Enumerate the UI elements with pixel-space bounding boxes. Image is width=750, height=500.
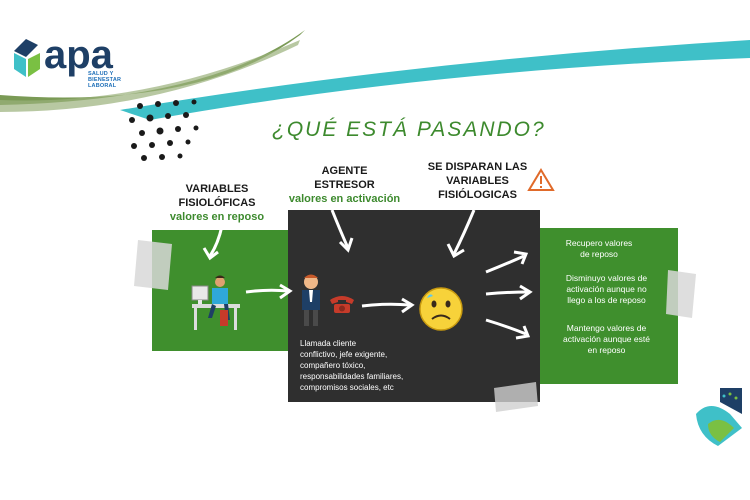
outcome-3-line: activación aunque esté	[544, 334, 669, 345]
col2-header: AGENTE ESTRESOR valores en activación	[282, 164, 407, 206]
corner-logo-mark-icon	[690, 384, 746, 452]
col1-line1: VARIABLES	[162, 182, 272, 196]
col1-header: VARIABLES FISIOLÓFICAS valores en reposo	[162, 182, 272, 224]
warning-icon	[527, 168, 555, 192]
outcome-3-line: en reposo	[544, 345, 669, 356]
outcome-1: Recupero valores de reposo	[544, 238, 654, 260]
logo-subtitle-2: BIENESTAR LABORAL	[88, 77, 148, 89]
page-title: ¿QUÉ ESTÁ PASANDO?	[272, 118, 546, 142]
arrow-right-2-icon	[360, 296, 416, 314]
col2-line2: ESTRESOR	[282, 178, 407, 192]
outcome-3-line: Mantengo valores de	[544, 323, 669, 334]
stressor-item: conflictivo, jefe exigente,	[300, 349, 500, 360]
arrow-right-1-icon	[244, 282, 294, 300]
col3-line1: SE DISPARAN LAS	[420, 160, 535, 174]
dot-pattern	[120, 98, 215, 168]
arrow-down-col2-icon	[322, 208, 356, 256]
col2-sub: valores en activación	[282, 192, 407, 206]
stressor-item: responsabilidades familiares,	[300, 371, 500, 382]
person-at-desk-icon	[182, 272, 244, 332]
stressed-man-icon	[296, 272, 326, 330]
outcome-2-line: activación aunque no	[544, 284, 669, 295]
col1-line2: FISIOLÓFICAS	[162, 196, 272, 210]
sad-face-icon	[418, 286, 464, 332]
stressor-item: compromisos sociales, etc	[300, 382, 500, 393]
stressor-list: Llamada cliente conflictivo, jefe exigen…	[300, 338, 500, 393]
outcome-2-line: llego a los de reposo	[544, 295, 669, 306]
outcome-2: Disminuyo valores de activación aunque n…	[544, 273, 669, 306]
arrow-outcome-2-icon	[484, 284, 534, 302]
logo-mark-icon	[8, 37, 44, 81]
col3-line2: VARIABLES	[420, 174, 535, 188]
outcome-3: Mantengo valores de activación aunque es…	[544, 323, 669, 356]
col3-line3: FISIÓLOGICAS	[420, 188, 535, 202]
tape-right	[664, 268, 698, 320]
outcome-2-line: Disminuyo valores de	[544, 273, 669, 284]
tape-left	[132, 238, 176, 292]
outcome-1-line: de reposo	[544, 249, 654, 260]
col2-line1: AGENTE	[282, 164, 407, 178]
col1-sub: valores en reposo	[162, 210, 272, 224]
stressor-item: Llamada cliente	[300, 338, 500, 349]
company-logo: apa SALUD Y BIENESTAR LABORAL	[8, 37, 148, 87]
stressor-item: compañero tóxico,	[300, 360, 500, 371]
outcome-1-line: Recupero valores	[544, 238, 654, 249]
arrow-outcome-1-icon	[484, 248, 532, 276]
telephone-icon	[328, 294, 356, 314]
col3-header: SE DISPARAN LAS VARIABLES FISIÓLOGICAS	[420, 160, 535, 202]
arrow-down-col1-icon	[200, 224, 230, 264]
arrow-down-col3-icon	[440, 208, 480, 262]
